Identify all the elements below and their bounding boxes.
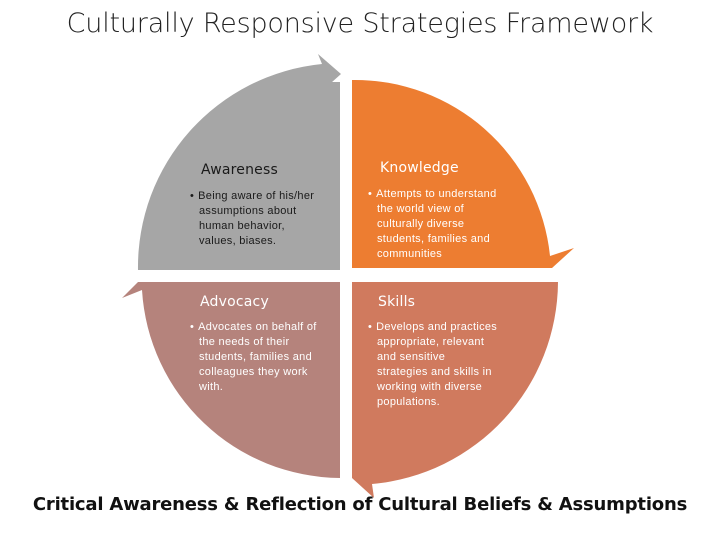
- quadrant-skills-line: appropriate, relevant: [377, 336, 485, 348]
- quadrant-knowledge-line: Attempts to understand: [368, 187, 497, 202]
- quadrant-knowledge-line: the world view of: [377, 203, 465, 215]
- quadrant-skills-line: working with diverse: [377, 381, 483, 393]
- quadrant-advocacy-line: Advocates on behalf of: [190, 320, 317, 335]
- quadrant-knowledge-line: students, families and: [377, 233, 490, 245]
- quadrant-skills-line: Develops and practices: [368, 320, 497, 335]
- quadrant-awareness-title: Awareness: [201, 162, 278, 178]
- quadrant-skills-shape: [352, 282, 558, 498]
- quadrant-skills-line: populations.: [377, 396, 440, 408]
- quadrant-awareness-line: human behavior,: [199, 220, 285, 232]
- quadrant-advocacy-text: Advocates on behalf of the needs of thei…: [190, 320, 317, 395]
- quadrant-awareness-text: Being aware of his/her assumptions about…: [190, 189, 314, 249]
- quadrant-advocacy-line: students, families and: [199, 351, 312, 363]
- page-title: Culturally Responsive Strategies Framewo…: [66, 8, 654, 39]
- quadrant-awareness-line: assumptions about: [199, 205, 297, 217]
- quadrant-advocacy-line: the needs of their: [199, 336, 290, 348]
- quadrant-awareness-line: values, biases.: [199, 235, 277, 247]
- quadrant-awareness-shape: [137, 54, 341, 270]
- quadrant-knowledge-text: Attempts to understand the world view of…: [368, 187, 497, 262]
- quadrant-skills-line: and sensitive: [377, 351, 446, 363]
- quadrant-knowledge-line: communities: [377, 248, 443, 260]
- quadrant-knowledge-title: Knowledge: [380, 160, 459, 176]
- quadrant-advocacy-line: with.: [199, 381, 224, 393]
- quadrant-skills-line: strategies and skills in: [377, 366, 492, 378]
- footer-caption: Critical Awareness & Reflection of Cultu…: [32, 494, 688, 515]
- quadrant-advocacy-line: colleagues they work: [199, 366, 308, 378]
- quadrant-knowledge-shape: [352, 79, 574, 269]
- quadrant-knowledge-line: culturally diverse: [377, 218, 465, 230]
- quadrant-skills-text: Develops and practices appropriate, rele…: [368, 320, 497, 410]
- quadrant-awareness-line: Being aware of his/her: [190, 189, 314, 204]
- quadrant-advocacy-title: Advocacy: [200, 294, 269, 310]
- quadrant-skills-title: Skills: [378, 294, 416, 310]
